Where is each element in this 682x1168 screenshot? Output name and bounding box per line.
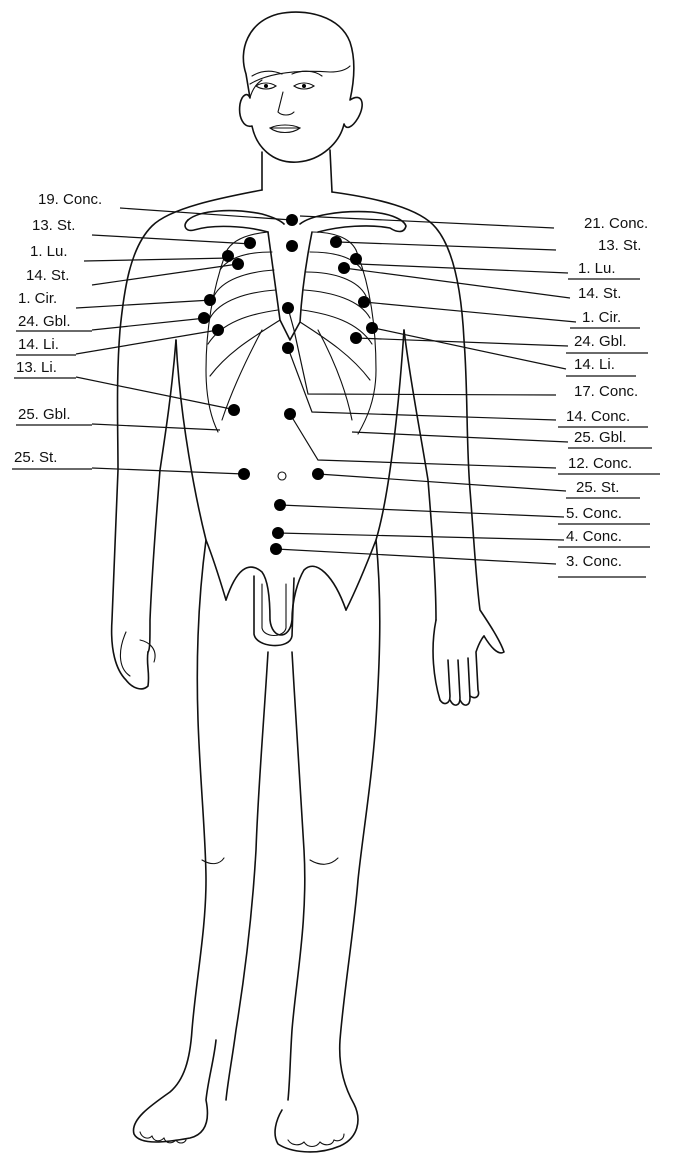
label-21-conc: 21. Conc. xyxy=(584,215,648,232)
label-24-gbl-left: 24. Gbl. xyxy=(18,313,71,330)
point-24-gbl-right xyxy=(366,322,378,334)
point-21-conc xyxy=(286,240,298,252)
point-4-conc xyxy=(272,527,284,539)
point-19-conc xyxy=(286,214,298,226)
point-17-conc xyxy=(282,302,294,314)
label-25-gbl-right: 25. Gbl. xyxy=(574,429,627,446)
label-1-cir-right: 1. Cir. xyxy=(582,309,621,326)
label-14-st-left: 14. St. xyxy=(26,267,69,284)
label-5-conc: 5. Conc. xyxy=(566,505,622,522)
point-13-st-right xyxy=(330,236,342,248)
label-13-li-left: 13. Li. xyxy=(16,359,57,376)
point-25-st-left xyxy=(238,468,250,480)
point-14-st-right xyxy=(338,262,350,274)
point-24-gbl-left xyxy=(198,312,210,324)
acupoints xyxy=(198,214,378,555)
label-12-conc: 12. Conc. xyxy=(568,455,632,472)
label-14-li-right: 14. Li. xyxy=(574,356,615,373)
torso xyxy=(176,211,406,646)
point-1-lu-left xyxy=(222,250,234,262)
head xyxy=(240,12,363,162)
label-13-st-right: 13. St. xyxy=(598,237,641,254)
label-13-st-left: 13. St. xyxy=(32,217,75,234)
point-12-conc xyxy=(284,408,296,420)
point-14-conc xyxy=(282,342,294,354)
point-5-conc xyxy=(274,499,286,511)
point-1-cir-left xyxy=(204,294,216,306)
label-24-gbl-right: 24. Gbl. xyxy=(574,333,627,350)
label-1-lu-right: 1. Lu. xyxy=(578,260,616,277)
point-14-li-right xyxy=(350,332,362,344)
label-14-li-left: 14. Li. xyxy=(18,336,59,353)
label-25-gbl-left: 25. Gbl. xyxy=(18,406,71,423)
labels-left: 19. Conc. 13. St. 1. Lu. 14. St. 1. Cir.… xyxy=(12,191,102,469)
body-figure xyxy=(112,12,504,1152)
legs xyxy=(133,540,379,1152)
label-14-conc: 14. Conc. xyxy=(566,408,630,425)
point-1-cir-right xyxy=(358,296,370,308)
labels-right: 21. Conc. 13. St. 1. Lu. 14. St. 1. Cir.… xyxy=(558,215,660,577)
label-17-conc: 17. Conc. xyxy=(574,383,638,400)
leader-lines xyxy=(76,208,576,564)
label-25-st-right: 25. St. xyxy=(576,479,619,496)
point-1-lu-right xyxy=(350,253,362,265)
label-14-st-right: 14. St. xyxy=(578,285,621,302)
label-1-lu-left: 1. Lu. xyxy=(30,243,68,260)
point-3-conc xyxy=(270,543,282,555)
label-3-conc: 3. Conc. xyxy=(566,553,622,570)
point-13-st-left xyxy=(244,237,256,249)
point-14-li-left xyxy=(212,324,224,336)
label-25-st-left: 25. St. xyxy=(14,449,57,466)
point-13-li-left xyxy=(228,404,240,416)
label-1-cir-left: 1. Cir. xyxy=(18,290,57,307)
point-14-st-left xyxy=(232,258,244,270)
label-4-conc: 4. Conc. xyxy=(566,528,622,545)
neck-right xyxy=(330,150,332,192)
point-25-st-right xyxy=(312,468,324,480)
label-19-conc: 19. Conc. xyxy=(38,191,102,208)
